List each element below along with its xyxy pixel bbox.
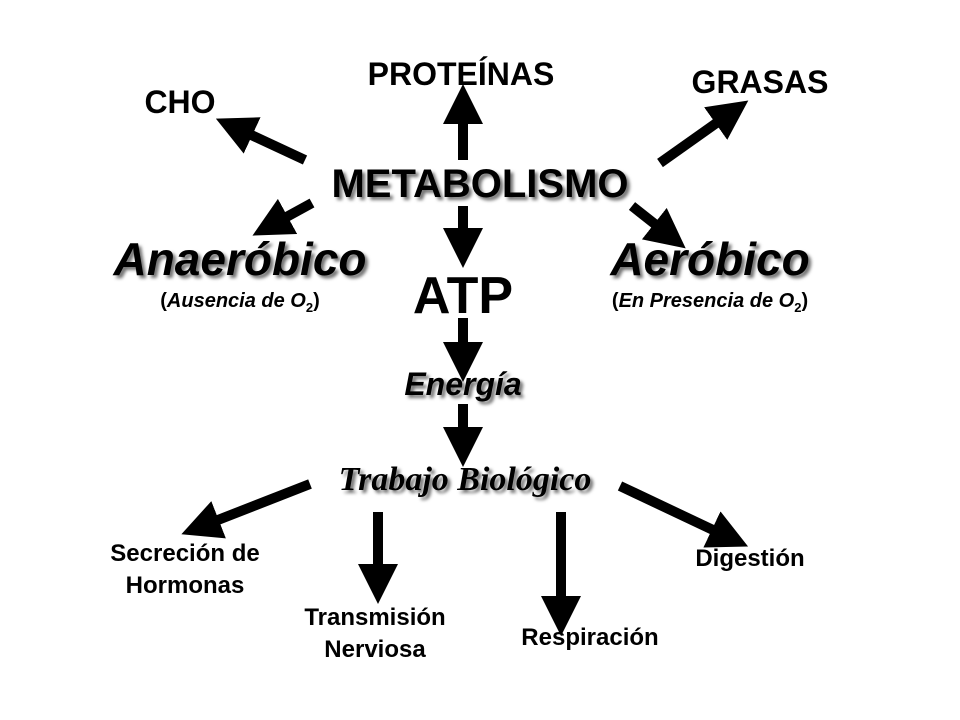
arrow-to-digestion (617, 481, 749, 548)
secrecion-line-1: Secreción de (110, 540, 260, 567)
node-grasas: GRASAS (691, 64, 829, 100)
arrow-to-anaerobico (252, 198, 315, 236)
arrow-to-cho (215, 117, 308, 165)
node-proteinas: PROTEÍNAS (367, 56, 555, 92)
node-aerobico-note: (En Presencia de O2) (560, 291, 860, 314)
node-secrecion-hormonas: Secreción de Hormonas (70, 538, 300, 603)
transmision-line-1: Transmisión (304, 604, 446, 631)
aerobico-note-text: En Presencia de O (618, 290, 795, 312)
node-digestion: Digestión (695, 545, 805, 572)
paren-close: ) (313, 290, 320, 312)
node-trabajo-biologico: Trabajo Biológico (338, 461, 592, 498)
arrow-to-aerobico (628, 202, 686, 249)
node-anaerobico: Anaeróbico (113, 233, 367, 285)
node-atp: ATP (412, 267, 514, 325)
anaerobico-note-text: Ausencia de O (166, 290, 306, 312)
secrecion-line-2: Hormonas (125, 572, 245, 600)
paren-open: ( (611, 290, 619, 312)
subscript-2: 2 (305, 300, 314, 315)
node-aerobico: Aeróbico (610, 233, 810, 285)
arrow-to-secrecion (181, 479, 312, 539)
transmision-line-2: Nerviosa (324, 636, 426, 664)
node-cho: CHO (144, 84, 216, 120)
node-energia: Energía (404, 366, 522, 402)
paren-open: ( (160, 290, 167, 312)
node-respiracion: Respiración (521, 624, 659, 651)
arrow-to-grasas (657, 100, 749, 168)
node-anaerobico-note: (Ausencia de O2) (80, 291, 400, 314)
paren-close: ) (801, 290, 809, 312)
node-metabolismo: METABOLISMO (331, 162, 629, 206)
subscript-2: 2 (794, 300, 802, 315)
